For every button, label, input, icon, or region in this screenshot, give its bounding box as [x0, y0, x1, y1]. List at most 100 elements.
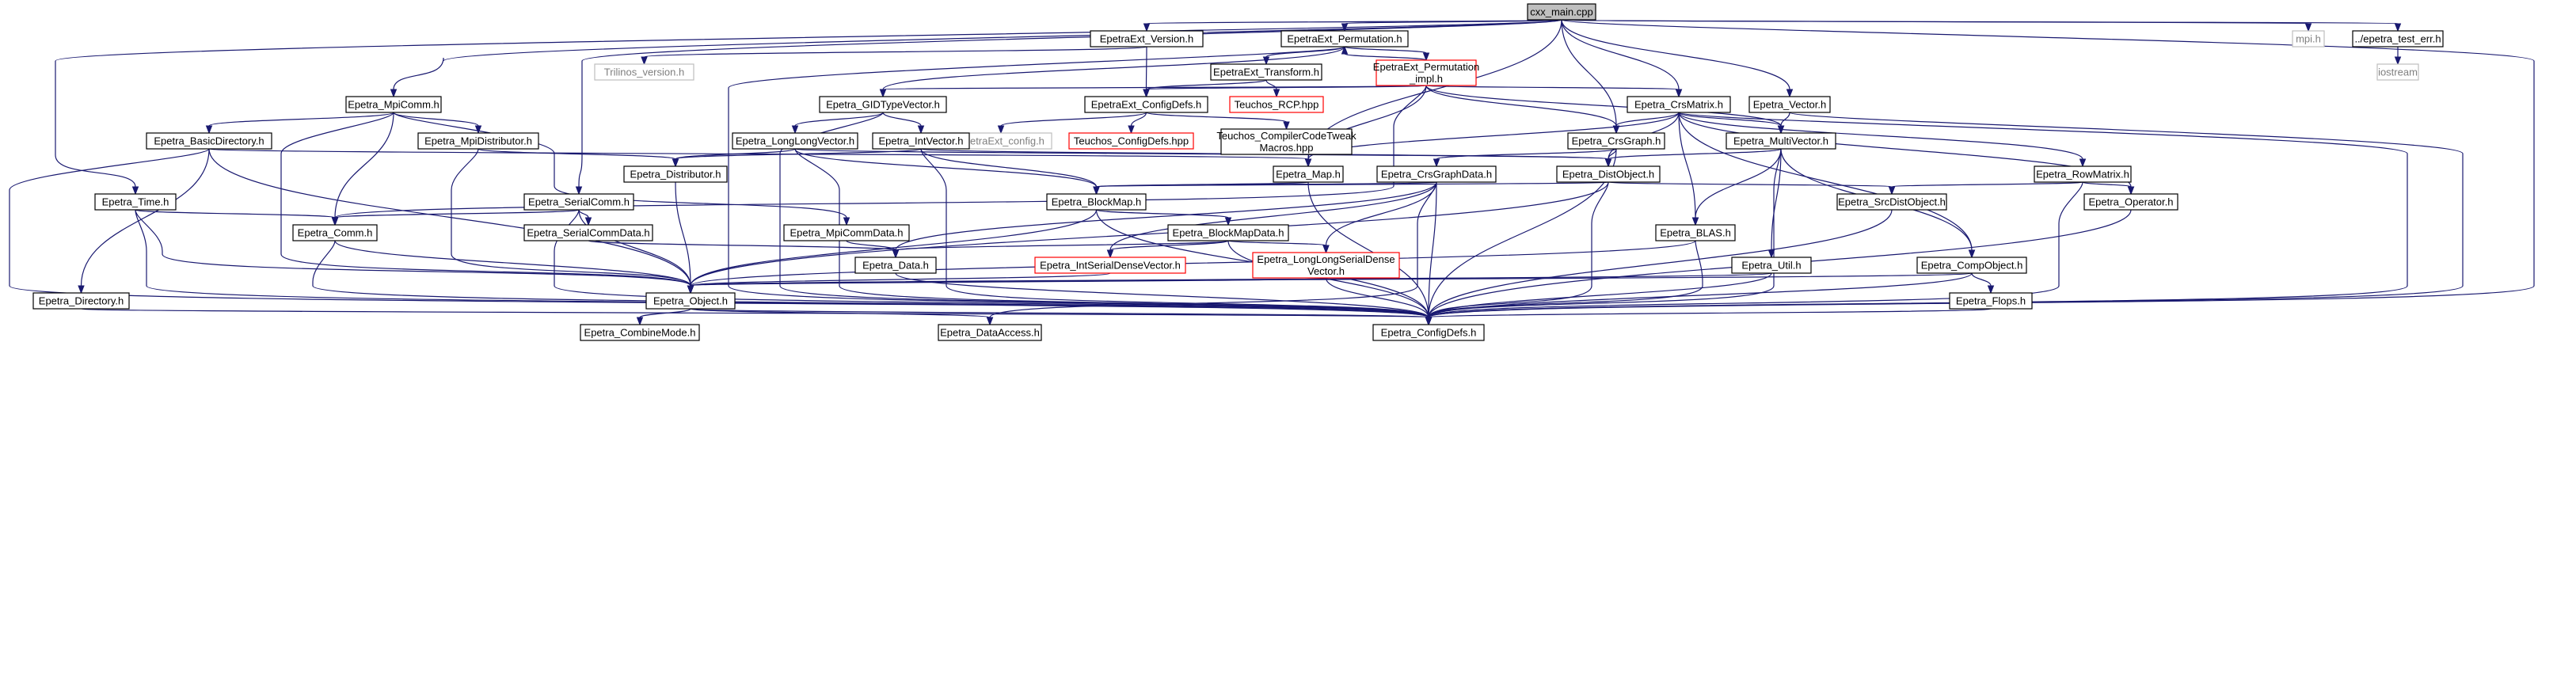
edge-line: [675, 148, 922, 160]
edge-line: [1678, 112, 1782, 127]
edge-line: [1428, 272, 1973, 318]
edge-line: [1678, 112, 1696, 219]
node-operator[interactable]: Epetra_Operator.h: [2083, 193, 2178, 211]
edge-blockmapdata-to-intserialdense: [1106, 240, 1229, 259]
node-combinemode[interactable]: Epetra_CombineMode.h: [580, 324, 700, 341]
edge-crsmatrix-to-blas: [1678, 112, 1699, 226]
node-distobject[interactable]: Epetra_DistObject.h: [1556, 165, 1661, 183]
node-intserialdense[interactable]: Epetra_IntSerialDenseVector.h: [1034, 257, 1186, 274]
node-map[interactable]: Epetra_Map.h: [1273, 165, 1344, 183]
edge-line: [578, 19, 1562, 188]
node-label: Epetra_Time.h: [102, 196, 169, 208]
edge-line: [478, 148, 676, 160]
edge-ext_permutation-to-ext_perm_impl: [1344, 46, 1430, 62]
edge-compobject-to-object: [687, 272, 1973, 295]
node-label: Epetra_Distributor.h: [630, 169, 721, 181]
node-box: [523, 193, 634, 211]
node-mpicomm[interactable]: Epetra_MpiComm.h: [345, 96, 442, 113]
node-gidtypevector[interactable]: Epetra_GIDTypeVector.h: [819, 96, 947, 113]
node-crsmatrix[interactable]: Epetra_CrsMatrix.h: [1627, 96, 1731, 113]
node-label: Epetra_Operator.h: [2089, 196, 2174, 208]
node-util[interactable]: Epetra_Util.h: [1731, 257, 1812, 274]
node-srcdistobject[interactable]: Epetra_SrcDistObject.h: [1836, 193, 1947, 211]
node-label: EpetraExt_Permutation.h: [1287, 33, 1402, 45]
node-serialcomm[interactable]: Epetra_SerialComm.h: [523, 193, 634, 211]
node-longlongvector[interactable]: Epetra_LongLongVector.h: [732, 132, 858, 150]
node-distributor[interactable]: Epetra_Distributor.h: [623, 165, 728, 183]
node-ext-transform[interactable]: EpetraExt_Transform.h: [1210, 63, 1322, 81]
edge-line: [80, 308, 1429, 318]
node-blas[interactable]: Epetra_BLAS.h: [1655, 224, 1736, 241]
edge-line: [1000, 112, 1147, 127]
edge-line: [1145, 79, 1267, 90]
node-box: [580, 324, 700, 341]
node-multivector[interactable]: Epetra_MultiVector.h: [1726, 132, 1836, 150]
edge-longlongserialdense-to-configdefs: [1325, 277, 1433, 326]
node-label: Epetra_CrsMatrix.h: [1634, 99, 1723, 111]
node-trilinos-version[interactable]: Trilinos_version.h: [594, 63, 694, 81]
node-blockmapdata[interactable]: Epetra_BlockMapData.h: [1167, 224, 1289, 241]
arrowhead: [205, 125, 213, 135]
node-time[interactable]: Epetra_Time.h: [94, 193, 177, 211]
arrowhead: [78, 285, 85, 295]
edge-line: [794, 148, 1609, 160]
node-mpicommdata[interactable]: Epetra_MpiCommData.h: [783, 224, 910, 241]
node-compobject[interactable]: Epetra_CompObject.h: [1916, 257, 2027, 274]
node-box: [1376, 59, 1477, 86]
node-ext-version[interactable]: EpetraExt_Version.h: [1090, 30, 1204, 48]
node-crsgraph[interactable]: Epetra_CrsGraph.h: [1567, 132, 1665, 150]
edge-line: [1428, 112, 2464, 318]
node-serialcommdata[interactable]: Epetra_SerialCommData.h: [523, 224, 653, 241]
node-dataaccess[interactable]: Epetra_DataAccess.h: [938, 324, 1042, 341]
arrowhead: [986, 317, 994, 326]
arrowhead: [1262, 56, 1270, 66]
node-label: Epetra_IntSerialDenseVector.h: [1040, 260, 1181, 272]
node-box: [32, 292, 130, 310]
node-crsgraphdata[interactable]: Epetra_CrsGraphData.h: [1376, 165, 1497, 183]
edge-cxx_main-to-crsmatrix: [1561, 19, 1683, 98]
node-ext-configdefs[interactable]: EpetraExt_ConfigDefs.h: [1084, 96, 1208, 113]
node-epetra-test-err[interactable]: ../epetra_test_err.h: [2352, 30, 2444, 48]
node-ext-config[interactable]: EpetraExt_config.h: [949, 132, 1052, 150]
edge-line: [690, 272, 1973, 287]
edge-line: [1425, 85, 1680, 90]
edge-serialcomm-to-comm: [331, 209, 580, 226]
node-box: [1726, 132, 1836, 150]
node-blockmap[interactable]: Epetra_BlockMap.h: [1046, 193, 1147, 211]
node-configdefs[interactable]: Epetra_ConfigDefs.h: [1372, 324, 1485, 341]
edge-mpicomm-to-mpicommdata: [393, 112, 850, 226]
node-directory[interactable]: Epetra_Directory.h: [32, 292, 130, 310]
node-ext-permutation[interactable]: EpetraExt_Permutation.h: [1280, 30, 1409, 48]
node-label: EpetraExt_Transform.h: [1213, 67, 1319, 78]
node-data[interactable]: Epetra_Data.h: [854, 257, 937, 274]
node-label: Epetra_GIDTypeVector.h: [826, 99, 940, 111]
node-intvector[interactable]: Epetra_IntVector.h: [872, 132, 970, 150]
edge-line: [1971, 272, 1992, 287]
node-label: Epetra_Data.h: [862, 260, 929, 272]
node-basicdirectory[interactable]: Epetra_BasicDirectory.h: [146, 132, 272, 150]
edge-vector-to-multivector: [1777, 112, 1790, 135]
node-teuchos-configdefs[interactable]: Teuchos_ConfigDefs.hpp: [1068, 132, 1194, 150]
edge-crsmatrix-to-crsgraph: [1612, 112, 1680, 135]
node-teuchos-rcp[interactable]: Teuchos_RCP.hpp: [1229, 96, 1324, 113]
node-flops[interactable]: Epetra_Flops.h: [1949, 292, 2033, 310]
node-box: [2034, 165, 2132, 183]
node-ext-perm-impl[interactable]: EpetraExt_Permutation_impl.h: [1373, 59, 1479, 86]
node-comm[interactable]: Epetra_Comm.h: [292, 224, 378, 241]
node-box: [2083, 193, 2178, 211]
node-iostream[interactable]: iostream: [2376, 63, 2419, 81]
node-vector[interactable]: Epetra_Vector.h: [1748, 96, 1831, 113]
node-mpidistributor[interactable]: Epetra_MpiDistributor.h: [417, 132, 539, 150]
edge-ext_configdefs-to-ext_config: [997, 112, 1147, 135]
node-label: Epetra_SerialCommData.h: [527, 227, 649, 239]
arrowhead: [791, 125, 799, 135]
edge-rowmatrix-to-operator: [2082, 181, 2135, 196]
node-object[interactable]: Epetra_Object.h: [645, 292, 736, 310]
node-mpi-h[interactable]: mpi.h: [2292, 30, 2325, 48]
node-cxx-main[interactable]: cxx_main.cpp: [1527, 3, 1596, 21]
node-rowmatrix[interactable]: Epetra_RowMatrix.h: [2034, 165, 2132, 183]
edge-object-to-dataaccess: [690, 308, 994, 326]
